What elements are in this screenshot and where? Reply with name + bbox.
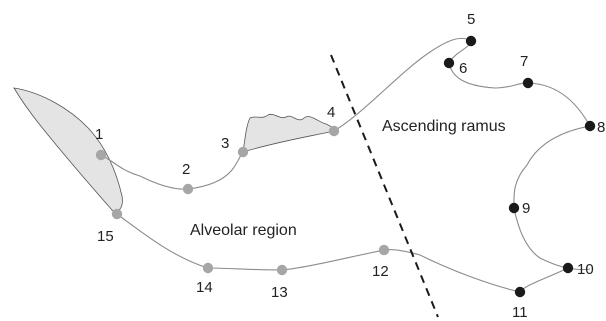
landmark-point-12: [378, 244, 390, 256]
landmark-point-15: [111, 208, 123, 220]
landmark-point-2: [182, 183, 194, 195]
landmark-point-7: [522, 77, 534, 89]
alveolar-region-label: Alveolar region: [190, 222, 297, 239]
landmark-point-1: [95, 149, 107, 161]
ascending-ramus-label: Ascending ramus: [382, 118, 506, 135]
landmark-label-4: 4: [327, 104, 335, 121]
landmark-label-2: 2: [182, 161, 190, 178]
landmark-label-3: 3: [221, 135, 229, 152]
landmark-point-8: [584, 120, 596, 132]
ramus-front-outline: [333, 37, 472, 132]
landmark-point-5: [465, 35, 477, 47]
landmark-point-6: [443, 57, 455, 69]
upper-outline: [100, 151, 244, 190]
landmark-point-14: [202, 262, 214, 274]
landmark-labels: 1 2 3 4 5 6 7 8 9 10 11 12 13 14 15: [95, 11, 605, 321]
landmark-points: [95, 35, 596, 298]
incisor-shape: [13, 87, 123, 212]
landmark-point-11: [514, 286, 526, 298]
landmark-point-4: [328, 125, 340, 137]
landmark-label-12: 12: [372, 263, 389, 280]
landmark-point-3: [237, 146, 249, 158]
landmark-label-11: 11: [512, 304, 528, 321]
landmark-label-7: 7: [520, 53, 528, 70]
landmark-point-9: [508, 202, 520, 214]
divider-line: [330, 54, 439, 318]
ramus-back-outline: [448, 40, 591, 271]
landmark-label-15: 15: [97, 228, 114, 245]
landmark-point-10: [562, 262, 574, 274]
molar-shape: [242, 113, 335, 153]
lower-outline: [116, 213, 569, 293]
landmark-label-8: 8: [597, 119, 605, 136]
landmark-label-14: 14: [196, 279, 213, 296]
landmark-label-13: 13: [271, 284, 288, 301]
landmark-label-5: 5: [467, 11, 475, 28]
landmark-label-10: 10: [577, 261, 594, 278]
landmark-label-6: 6: [459, 60, 467, 77]
landmark-label-1: 1: [95, 126, 103, 143]
landmark-label-9: 9: [522, 200, 530, 217]
landmark-point-13: [276, 264, 288, 276]
